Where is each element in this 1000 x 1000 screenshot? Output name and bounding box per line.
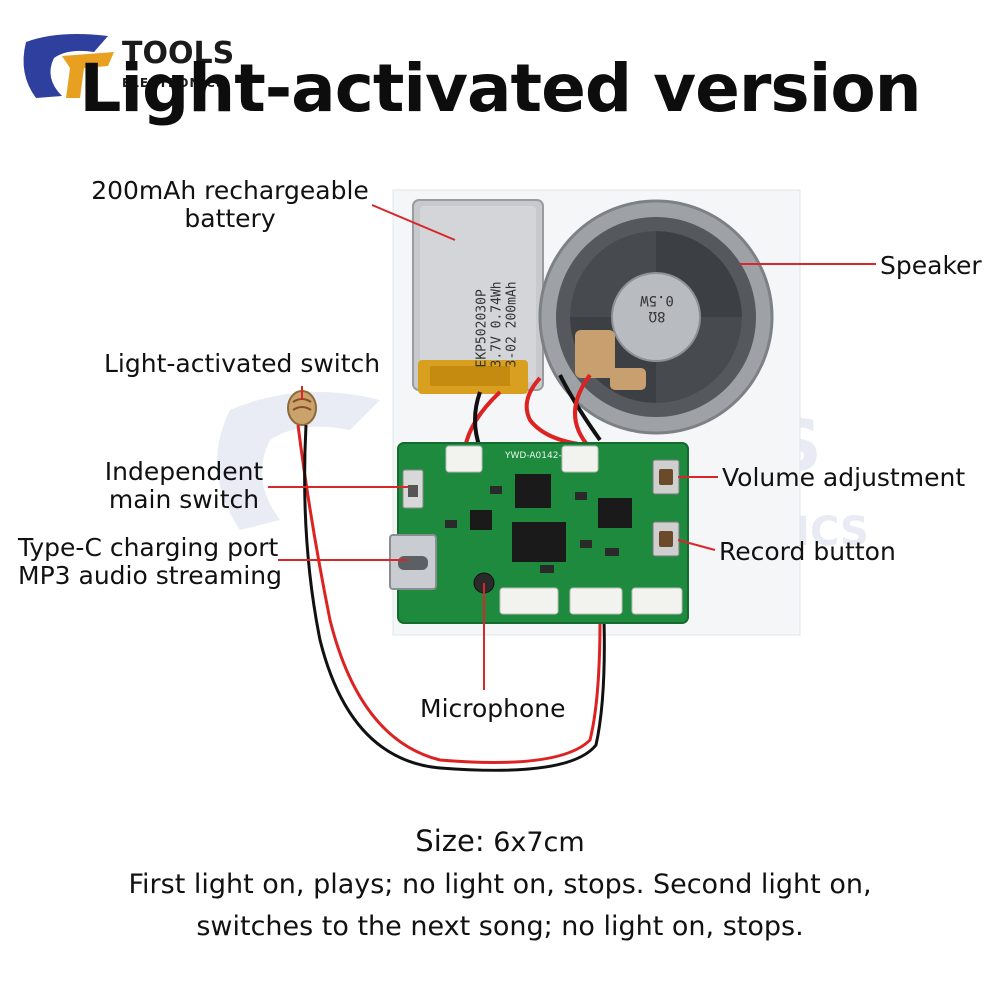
label-typec-line1: Type-C charging port bbox=[18, 533, 279, 562]
speaker-print-line1: 8Ω bbox=[648, 308, 666, 324]
battery-print: EKP502030P 3.7V 0.74Wh 3-02 200mAh bbox=[448, 212, 538, 367]
pcb-model-label: YWD-A0142-G bbox=[504, 451, 569, 461]
label-main-switch-line1: Independent bbox=[104, 457, 264, 486]
label-record-button: Record button bbox=[719, 537, 896, 566]
label-light-activated-switch: Light-activated switch bbox=[104, 349, 381, 378]
battery-print-line3: 3-02 200mAh bbox=[504, 281, 520, 368]
speaker-print-line2: 0.5W bbox=[640, 292, 674, 308]
logo-word-electronics: ELECTRONICS bbox=[122, 76, 226, 90]
label-volume-adjustment: Volume adjustment bbox=[722, 463, 966, 492]
description-line2: switches to the next song; no light on, … bbox=[196, 911, 804, 942]
battery-image bbox=[412, 199, 544, 394]
label-main-switch-line2: main switch bbox=[108, 485, 260, 514]
label-battery-line2: battery bbox=[184, 204, 276, 233]
label-microphone: Microphone bbox=[420, 694, 566, 723]
pcb-image: YWD-A0142-G bbox=[389, 442, 689, 624]
label-typec-line2: MP3 audio streaming bbox=[18, 561, 282, 590]
label-main-switch: Independent main switch bbox=[86, 458, 282, 514]
size-line: Size: 6x7cm bbox=[0, 824, 1000, 858]
label-battery: 200mAh rechargeable battery bbox=[80, 177, 380, 233]
callout-lines bbox=[268, 204, 876, 690]
battery-print-line1: EKP502030P bbox=[474, 289, 490, 368]
speaker-image bbox=[538, 199, 774, 435]
brand-logo: TOOLS ELECTRONICS bbox=[18, 22, 258, 102]
logo-word-tools: TOOLS bbox=[122, 36, 235, 71]
description-line1: First light on, plays; no light on, stop… bbox=[128, 869, 872, 900]
label-speaker: Speaker bbox=[880, 251, 982, 280]
label-typec: Type-C charging port MP3 audio streaming bbox=[18, 534, 282, 590]
page-title: Light-activated version bbox=[79, 50, 921, 127]
size-value: 6x7cm bbox=[493, 827, 585, 858]
speaker-print: 8Ω 0.5W bbox=[632, 292, 682, 324]
size-label: Size: bbox=[415, 824, 485, 858]
label-battery-line1: 200mAh rechargeable bbox=[91, 176, 369, 205]
battery-print-line2: 3.7V 0.74Wh bbox=[489, 281, 505, 368]
